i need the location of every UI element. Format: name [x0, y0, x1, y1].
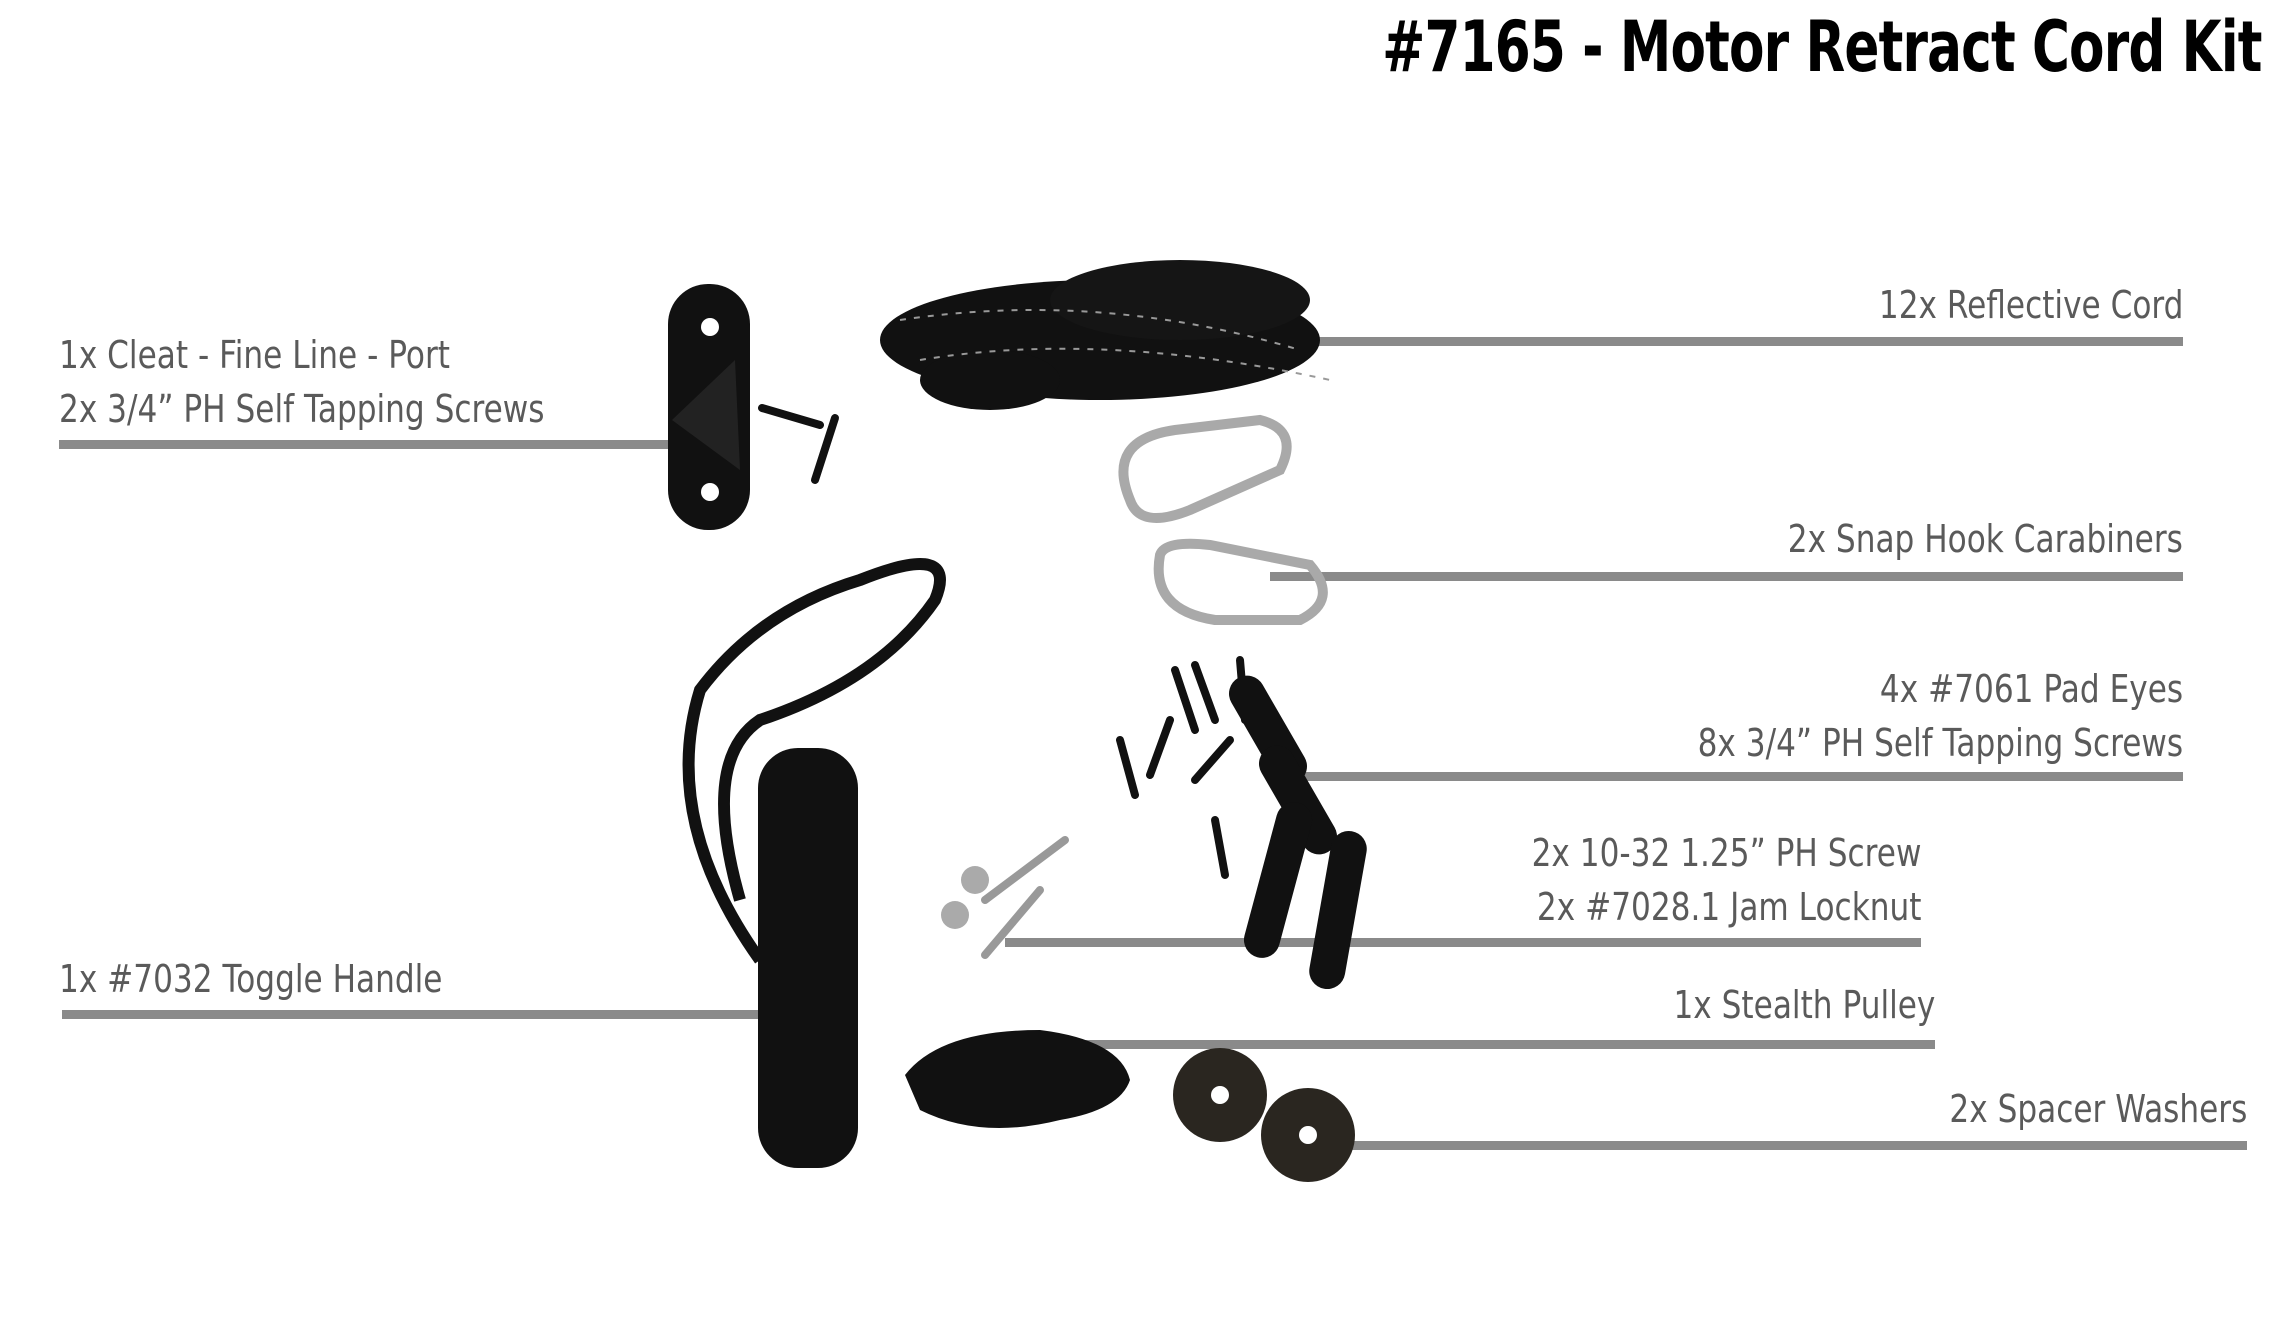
cleat-leader-line [59, 440, 686, 449]
cleat-label: 1x Cleat - Fine Line - Port 2x 3/4” PH S… [59, 328, 545, 436]
pad-eyes-label-line2: 8x 3/4” PH Self Tapping Screws [1697, 721, 2183, 765]
toggle-cord-icon [682, 558, 946, 964]
carabiners-label: 2x Snap Hook Carabiners [1787, 517, 2183, 561]
pad-eyes-leader-line [1278, 772, 2183, 781]
cleat-icon [668, 284, 750, 530]
washers-label: 2x Spacer Washers [1949, 1087, 2247, 1131]
pulley-leader-line [1020, 1040, 1935, 1049]
page-title: #7165 - Motor Retract Cord Kit [1382, 6, 2262, 88]
cleat-label-line1: 1x Cleat - Fine Line - Port [59, 333, 451, 377]
carabiner-icon [1118, 414, 1328, 625]
cord-label: 12x Reflective Cord [1878, 283, 2183, 327]
toggle-leader-line [62, 1010, 817, 1019]
screw-nut-label-line2: 2x #7028.1 Jam Locknut [1536, 885, 1921, 929]
pad-eye-screws-icon [1116, 656, 1249, 879]
carabiners-leader-line [1270, 572, 2183, 581]
spacer-washers-icon [1173, 1048, 1355, 1182]
washers-leader-line [1330, 1141, 2247, 1150]
reflective-cord-icon [880, 260, 1331, 410]
cleat-label-line2: 2x 3/4” PH Self Tapping Screws [59, 387, 545, 431]
toggle-label: 1x #7032 Toggle Handle [59, 957, 443, 1001]
screw-icon [758, 404, 839, 484]
screw-nut-leader-line [1005, 938, 1921, 947]
toggle-handle-icon [758, 748, 858, 1168]
cord-leader-line [1272, 337, 2183, 346]
pad-eyes-label: 4x #7061 Pad Eyes 8x 3/4” PH Self Tappin… [1697, 662, 2183, 770]
locknut-icon [941, 866, 989, 929]
pad-eyes-label-line1: 4x #7061 Pad Eyes [1879, 667, 2183, 711]
screw-nut-label-line1: 2x 10-32 1.25” PH Screw [1531, 831, 1921, 875]
pulley-label: 1x Stealth Pulley [1673, 983, 1935, 1027]
screw-nut-label: 2x 10-32 1.25” PH Screw 2x #7028.1 Jam L… [1531, 826, 1921, 934]
